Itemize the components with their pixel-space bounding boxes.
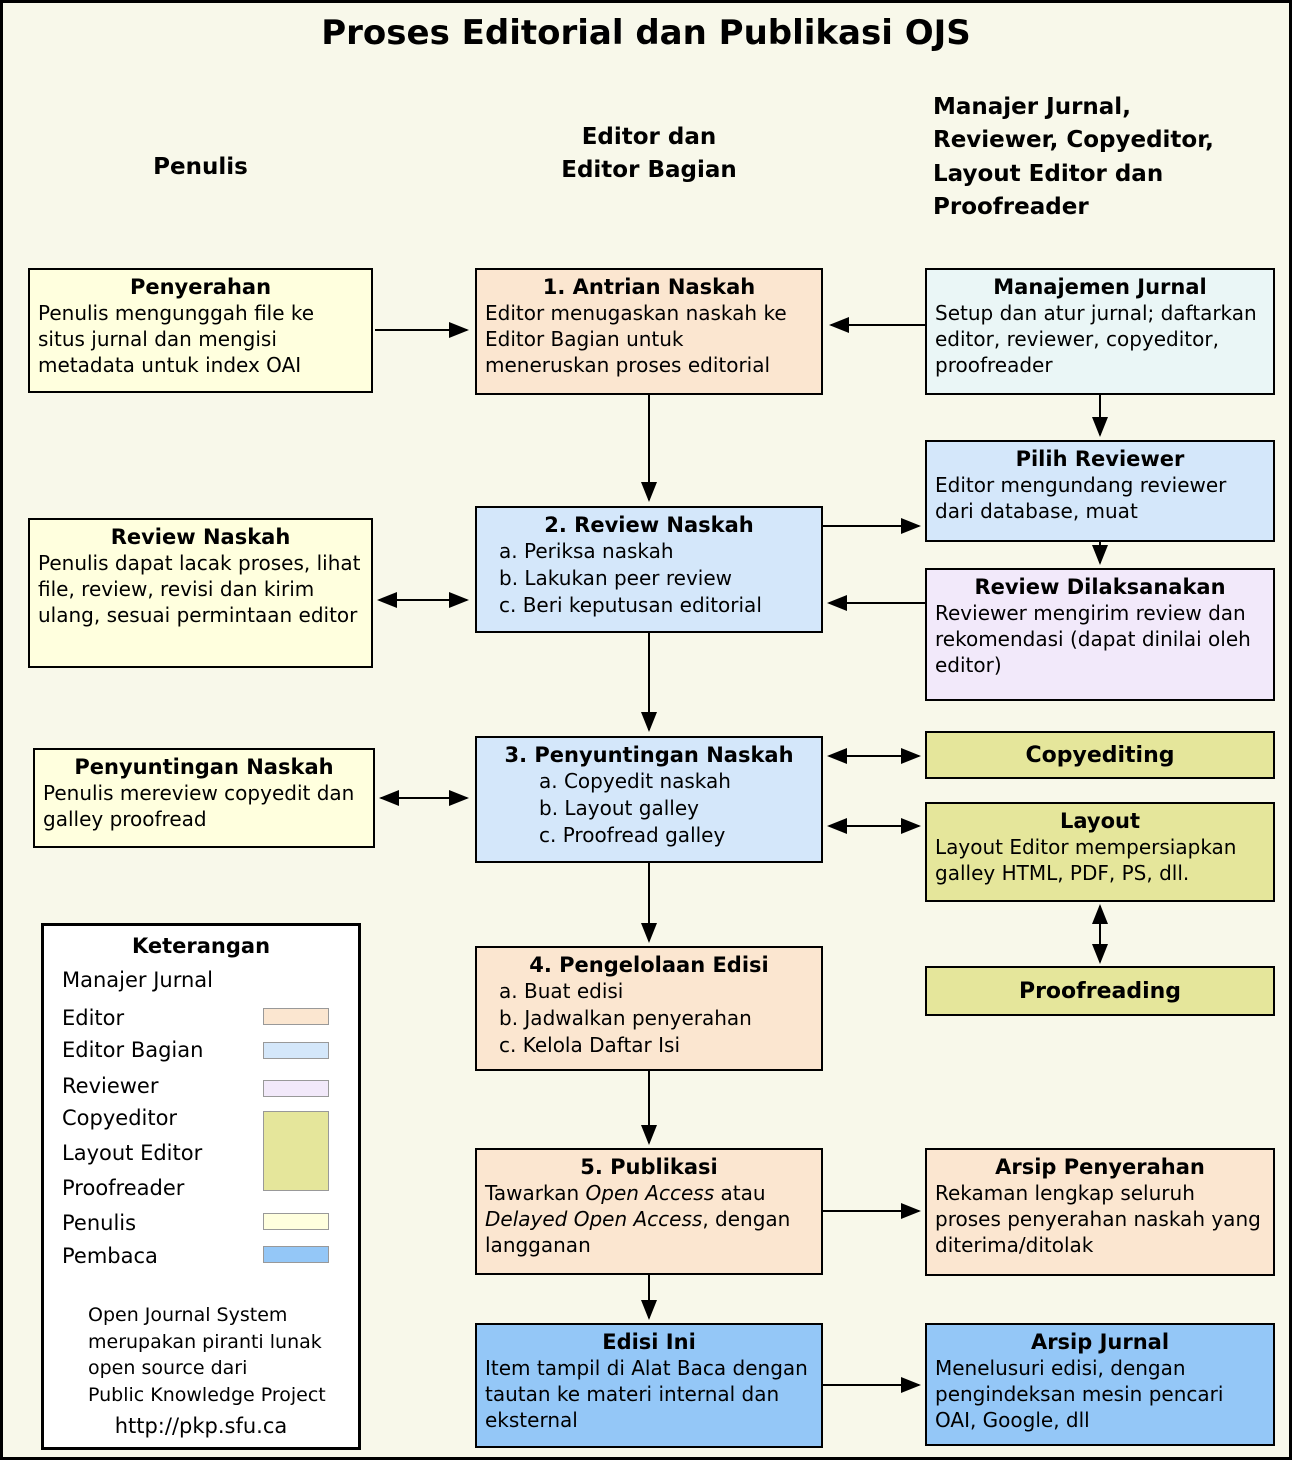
list-item: b. Lakukan peer review: [499, 566, 732, 591]
list-item: c. Proofread galley: [539, 823, 726, 848]
box-body: Penulis dapat lacak proses, lihat file, …: [38, 551, 361, 628]
legend-label-copyeditor: Copyeditor: [62, 1106, 178, 1130]
flow-box-arsip-jurnal: Arsip Jurnal Menelusuri edisi, dengan pe…: [925, 1323, 1275, 1446]
legend-label-proofreader: Proofreader: [62, 1176, 185, 1200]
legend-label-layout-editor: Layout Editor: [62, 1141, 203, 1165]
flow-box-review-dilaksanakan: Review Dilaksanakan Reviewer mengirim re…: [925, 568, 1275, 701]
legend-swatch-pembaca: [263, 1246, 329, 1263]
flow-box-manajemen-jurnal: Manajemen Jurnal Setup dan atur jurnal; …: [925, 268, 1275, 395]
page-title: Proses Editorial dan Publikasi OJS: [321, 13, 971, 53]
flow-box-penyerahan: Penyerahan Penulis mengunggah file ke si…: [28, 268, 373, 393]
list-item: b. Jadwalkan penyerahan: [499, 1006, 752, 1031]
flow-box-pengelolaan-edisi: 4. Pengelolaan Edisi a. Buat edisi b. Ja…: [475, 946, 823, 1071]
flow-box-arsip-penyerahan: Arsip Penyerahan Rekaman lengkap seluruh…: [925, 1148, 1275, 1276]
flow-box-antrian-naskah: 1. Antrian Naskah Editor menugaskan nask…: [475, 268, 823, 395]
box-title: Pilih Reviewer: [1015, 447, 1185, 471]
box-title: Review Naskah: [110, 525, 291, 549]
box-title: Layout: [1059, 809, 1140, 833]
box-body: Reviewer mengirim review dan rekomendasi…: [935, 601, 1251, 678]
box-title: 4. Pengelolaan Edisi: [529, 953, 769, 977]
box-body: Layout Editor mempersiapkan galley HTML,…: [935, 835, 1237, 886]
box-body: Editor menugaskan naskah ke Editor Bagia…: [485, 301, 787, 378]
legend: Keterangan Manajer Jurnal Editor Editor …: [41, 923, 361, 1450]
box-body: Penulis mereview copyedit dan galley pro…: [43, 781, 355, 832]
box-list: a. Buat edisi b. Jadwalkan penyerahan c.…: [477, 978, 821, 1059]
flow-box-review-naskah-penulis: Review Naskah Penulis dapat lacak proses…: [28, 518, 373, 668]
box-title: Arsip Penyerahan: [995, 1155, 1205, 1179]
body-text: atau: [714, 1181, 766, 1206]
box-title: 1. Antrian Naskah: [542, 275, 756, 299]
legend-swatch-editor: [263, 1008, 329, 1025]
legend-footer: Open Journal System merupakan piranti lu…: [88, 1304, 326, 1406]
list-item: a. Periksa naskah: [499, 539, 674, 564]
body-text: , dengan langganan: [485, 1207, 791, 1258]
legend-label-manajer-jurnal: Manajer Jurnal: [62, 968, 214, 992]
legend-swatch-reviewer: [263, 1080, 329, 1097]
list-item: b. Layout galley: [539, 796, 699, 821]
legend-swatch-editor-bagian: [263, 1042, 329, 1059]
box-title: Proofreading: [1018, 978, 1182, 1004]
box-title: Penyerahan: [129, 275, 272, 299]
box-body: Tawarkan Open Access atau Delayed Open A…: [477, 1180, 821, 1258]
flow-box-proofreading: Proofreading: [925, 966, 1275, 1016]
list-item: c. Beri keputusan editorial: [499, 593, 762, 618]
box-title: Edisi Ini: [602, 1330, 696, 1354]
list-item: c. Kelola Daftar Isi: [499, 1033, 680, 1058]
flow-box-review-naskah: 2. Review Naskah a. Periksa naskah b. La…: [475, 506, 823, 633]
box-title: Arsip Jurnal: [1030, 1330, 1170, 1354]
legend-title: Keterangan: [131, 934, 271, 958]
box-title: 3. Penyuntingan Naskah: [504, 743, 794, 767]
flow-box-copyediting: Copyediting: [925, 731, 1275, 779]
flow-box-layout: Layout Layout Editor mempersiapkan galle…: [925, 802, 1275, 902]
box-title: Penyuntingan Naskah: [74, 755, 334, 779]
box-body: Setup dan atur jurnal; daftarkan editor,…: [935, 301, 1257, 378]
flow-box-pilih-reviewer: Pilih Reviewer Editor mengundang reviewe…: [925, 440, 1275, 542]
flow-box-penyuntingan-naskah: 3. Penyuntingan Naskah a. Copyedit naska…: [475, 736, 823, 863]
box-body: Item tampil di Alat Baca dengan tautan k…: [485, 1356, 808, 1433]
list-item: a. Copyedit naskah: [539, 769, 731, 794]
legend-swatch-copy-layout-proof: [263, 1111, 329, 1191]
legend-label-editor: Editor: [62, 1006, 125, 1030]
box-title: Copyediting: [1025, 742, 1175, 768]
legend-label-reviewer: Reviewer: [62, 1074, 159, 1098]
body-text-italic: Delayed Open Access: [485, 1207, 703, 1232]
body-text-italic: Open Access: [585, 1181, 715, 1206]
box-title: Review Dilaksanakan: [974, 575, 1226, 599]
box-title: Manajemen Jurnal: [993, 275, 1207, 299]
box-body: Rekaman lengkap seluruh proses penyeraha…: [935, 1181, 1261, 1258]
box-title: 2. Review Naskah: [544, 513, 754, 537]
legend-label-pembaca: Pembaca: [62, 1244, 158, 1268]
legend-label-penulis: Penulis: [62, 1211, 137, 1235]
flow-box-edisi-ini: Edisi Ini Item tampil di Alat Baca denga…: [475, 1323, 823, 1448]
column-header-manajer: Manajer Jurnal, Reviewer, Copyeditor, La…: [933, 94, 1214, 221]
box-list: a. Copyedit naskah b. Layout galley c. P…: [477, 768, 821, 849]
flow-box-publikasi: 5. Publikasi Tawarkan Open Access atau D…: [475, 1148, 823, 1275]
box-title: 5. Publikasi: [580, 1155, 718, 1179]
legend-label-editor-bagian: Editor Bagian: [62, 1038, 204, 1062]
box-body: Menelusuri edisi, dengan pengindeksan me…: [935, 1356, 1224, 1433]
legend-swatch-penulis: [263, 1213, 329, 1230]
box-body: Editor mengundang reviewer dari database…: [935, 473, 1227, 524]
body-text: Tawarkan: [485, 1181, 586, 1206]
column-header-penulis: Penulis: [153, 154, 248, 180]
legend-url: http://pkp.sfu.ca: [114, 1414, 288, 1438]
column-header-editor: Editor dan Editor Bagian: [561, 124, 737, 184]
list-item: a. Buat edisi: [499, 979, 624, 1004]
box-body: Penulis mengunggah file ke situs jurnal …: [38, 301, 315, 378]
box-list: a. Periksa naskah b. Lakukan peer review…: [477, 538, 821, 619]
flow-box-penyuntingan-penulis: Penyuntingan Naskah Penulis mereview cop…: [33, 748, 375, 848]
